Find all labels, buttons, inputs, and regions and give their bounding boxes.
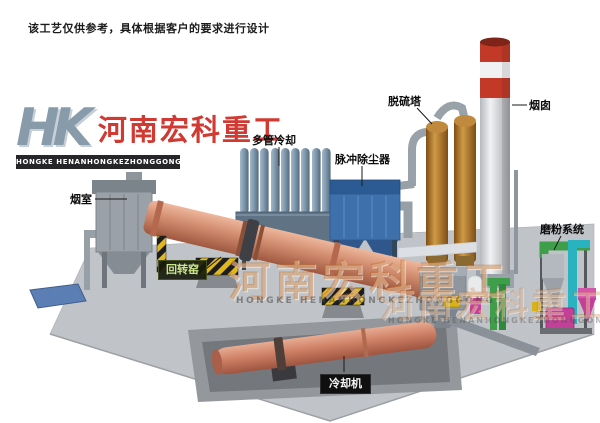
chimney-structure (476, 37, 518, 288)
label-grinding-system: 磨粉系统 (540, 223, 584, 236)
grinding-system-structure (532, 240, 596, 334)
company-logo: HK 河南宏科重工 HONGKE HENANHONGKEZHONGGONG (16, 98, 284, 170)
label-desulfurization-tower: 脱硫塔 (388, 95, 421, 108)
foundation-pad (29, 283, 87, 309)
logo-company-name-en: HONGKE HENANHONGKEZHONGGONG (16, 155, 180, 170)
label-multi-tube-cooler: 多管冷却 (252, 134, 296, 147)
chimney-red-band-lower (480, 78, 510, 98)
label-chimney: 烟囱 (529, 99, 551, 112)
logo-company-name-cn: 河南宏科重工 (97, 113, 284, 148)
logo-monogram: HK (16, 98, 93, 158)
smoke-chamber-structure (84, 172, 156, 290)
riser-pipe (514, 170, 518, 274)
chimney-red-band-top (480, 42, 510, 62)
kiln-head-structure (419, 267, 540, 356)
conveyor (448, 316, 540, 356)
label-rotary-kiln: 回转窑 (158, 260, 207, 281)
label-leader-lines (95, 104, 562, 372)
rotary-kiln-body (143, 200, 433, 298)
disclaimer-note: 该工艺仅供参考，具体根据客户的要求进行设计 (28, 22, 270, 35)
label-pulse-dust-collector: 脉冲除尘器 (335, 153, 390, 166)
pulse-dust-collector-structure (329, 179, 415, 270)
desulfurization-towers (408, 101, 476, 266)
yellow-cabinet (443, 295, 461, 308)
ground-duct (397, 241, 478, 259)
label-smoke-chamber: 烟室 (70, 193, 92, 206)
label-cooling-machine: 冷却机 (320, 374, 371, 395)
cooling-machine-body (211, 321, 437, 382)
